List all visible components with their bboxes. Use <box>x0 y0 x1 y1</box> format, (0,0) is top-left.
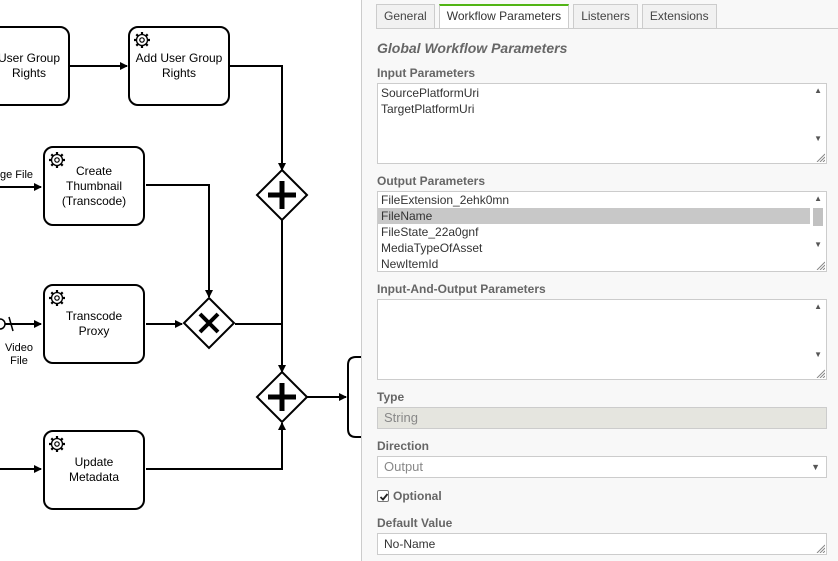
output-parameters-label: Output Parameters <box>377 174 486 188</box>
next-task-edge <box>347 356 361 438</box>
flow-add-to-gateway1 <box>230 65 286 171</box>
tab-general[interactable]: General <box>376 4 435 28</box>
tab-extensions[interactable]: Extensions <box>641 4 717 28</box>
flow-label-image-file: ge File <box>0 169 34 181</box>
scroll-down-icon[interactable]: ▼ <box>814 134 822 143</box>
flow-metadata-to-gateway2 <box>146 422 286 470</box>
list-item[interactable]: FileExtension_2ehk0mn <box>381 193 510 207</box>
scrollbar[interactable]: ▲ ▼ <box>810 192 826 271</box>
optional-label: Optional <box>393 489 442 503</box>
flow-thumbnail-to-xor <box>146 184 213 298</box>
list-item[interactable]: TargetPlatformUri <box>381 102 475 116</box>
list-item-selected[interactable]: FileName <box>378 208 810 224</box>
chevron-down-icon: ▼ <box>811 462 820 472</box>
default-value-text: No-Name <box>384 537 436 551</box>
scrollbar[interactable]: ▲ ▼ <box>810 84 826 163</box>
input-output-parameters-label: Input-And-Output Parameters <box>377 282 546 296</box>
list-item[interactable]: SourcePlatformUri <box>381 86 480 100</box>
resize-handle-icon[interactable] <box>816 544 825 553</box>
task-create-thumbnail[interactable]: Create Thumbnail (Transcode) <box>43 146 145 226</box>
input-parameters-label: Input Parameters <box>377 66 476 80</box>
properties-panel: General Workflow Parameters Listeners Ex… <box>361 0 838 561</box>
exclusive-gateway <box>182 296 236 350</box>
scroll-up-icon[interactable]: ▲ <box>814 302 822 311</box>
diagram-connections <box>0 62 361 473</box>
type-label: Type <box>377 390 405 404</box>
type-field: String <box>377 407 827 429</box>
optional-checkbox[interactable] <box>377 490 389 502</box>
section-title: Global Workflow Parameters <box>377 40 568 56</box>
scroll-up-icon[interactable]: ▲ <box>814 86 822 95</box>
video-event-marker <box>0 316 14 332</box>
direction-label: Direction <box>377 439 430 453</box>
diagram-canvas[interactable]: User Group Rights Add User Group Rights … <box>0 0 361 561</box>
input-parameters-list[interactable]: SourcePlatformUri TargetPlatformUri ▲ ▼ <box>377 83 827 164</box>
list-item[interactable]: NewItemId <box>381 257 439 271</box>
direction-select[interactable]: Output ▼ <box>377 456 827 478</box>
scroll-down-icon[interactable]: ▼ <box>814 350 822 359</box>
gear-icon <box>49 290 65 306</box>
gear-icon <box>134 32 150 48</box>
resize-handle-icon[interactable] <box>816 261 825 270</box>
scroll-thumb[interactable] <box>813 208 823 226</box>
default-value-input[interactable]: No-Name <box>377 533 827 555</box>
tab-divider <box>376 28 838 29</box>
task-label: Transcode Proxy <box>65 309 123 338</box>
task-add-user-group-rights[interactable]: Add User Group Rights <box>128 26 230 106</box>
list-item[interactable]: FileState_22a0gnf <box>381 225 479 239</box>
scroll-down-icon[interactable]: ▼ <box>814 240 822 249</box>
tab-workflow-parameters[interactable]: Workflow Parameters <box>438 4 570 28</box>
gear-icon <box>49 152 65 168</box>
task-user-group-rights[interactable]: User Group Rights <box>0 26 70 106</box>
tab-listeners[interactable]: Listeners <box>573 4 638 28</box>
type-value: String <box>384 410 418 425</box>
task-transcode-proxy[interactable]: Transcode Proxy <box>43 284 145 364</box>
scrollbar[interactable]: ▲ ▼ <box>810 300 826 379</box>
list-item[interactable]: MediaTypeOfAsset <box>381 241 483 255</box>
output-parameters-list[interactable]: FileExtension_2ehk0mn FileName FileState… <box>377 191 827 272</box>
default-value-label: Default Value <box>377 516 453 530</box>
task-label: User Group Rights <box>0 51 61 80</box>
gear-icon <box>49 436 65 452</box>
flow-label-video-file: Video File <box>5 342 33 367</box>
optional-row[interactable]: Optional <box>377 489 442 503</box>
panel-tabs: General Workflow Parameters Listeners Ex… <box>376 4 721 28</box>
task-label: Add User Group Rights <box>135 51 223 80</box>
input-output-parameters-list[interactable]: ▲ ▼ <box>377 299 827 380</box>
resize-handle-icon[interactable] <box>816 369 825 378</box>
parallel-gateway-1 <box>255 168 309 222</box>
parallel-gateway-2 <box>255 370 309 424</box>
direction-value: Output <box>384 459 424 474</box>
resize-handle-icon[interactable] <box>816 153 825 162</box>
task-label: Create Thumbnail (Transcode) <box>61 163 127 208</box>
check-icon <box>379 493 389 501</box>
task-label: Update Metadata <box>68 455 120 484</box>
task-update-metadata[interactable]: Update Metadata <box>43 430 145 510</box>
scroll-up-icon[interactable]: ▲ <box>814 194 822 203</box>
